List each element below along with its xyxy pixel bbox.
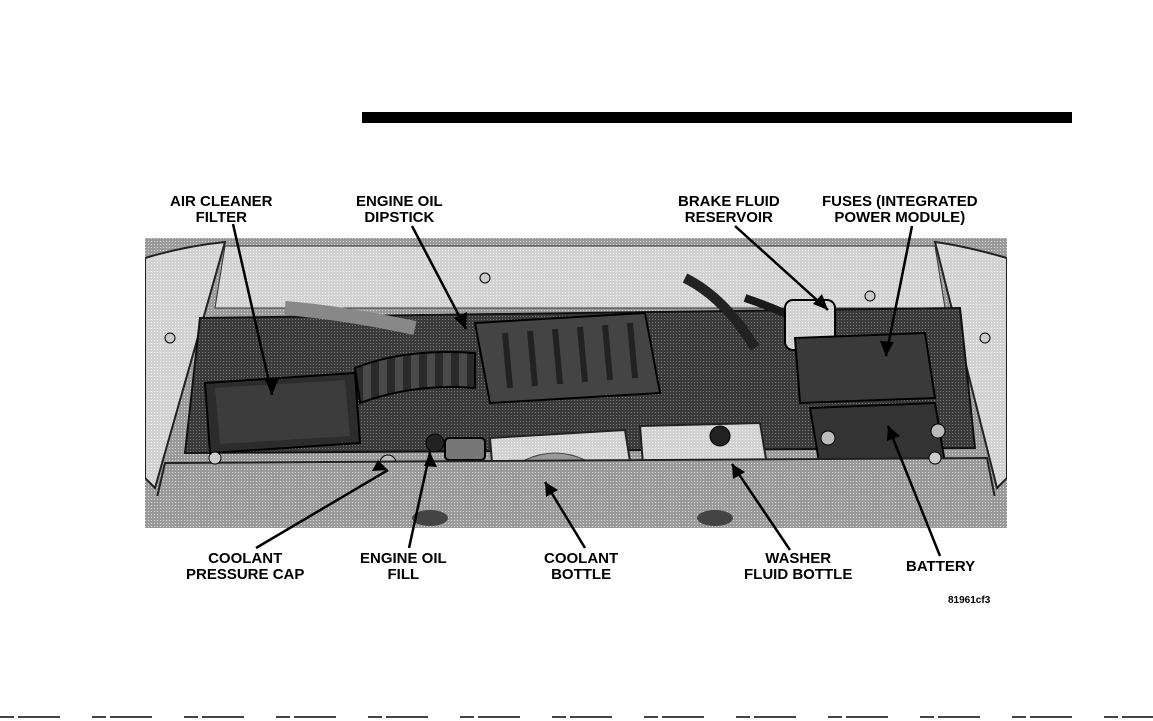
label-coolant-pressure-cap: COOLANT PRESSURE CAP [186, 551, 304, 583]
header-rule [362, 112, 1072, 123]
page-edge-marks [0, 716, 1153, 718]
label-washer-fluid-bottle: WASHER FLUID BOTTLE [744, 551, 852, 583]
label-air-cleaner-filter: AIR CLEANER FILTER [170, 194, 273, 226]
label-coolant-bottle: COOLANT BOTTLE [544, 551, 618, 583]
label-fuses: FUSES (INTEGRATED POWER MODULE) [822, 194, 978, 226]
label-brake-fluid-reservoir: BRAKE FLUID RESERVOIR [678, 194, 780, 226]
label-battery: BATTERY [906, 559, 975, 575]
engine-bay-illustration [145, 238, 1007, 528]
label-engine-oil-fill: ENGINE OIL FILL [360, 551, 447, 583]
label-engine-oil-dipstick: ENGINE OIL DIPSTICK [356, 194, 443, 226]
figure-id: 81961cf3 [948, 595, 990, 606]
